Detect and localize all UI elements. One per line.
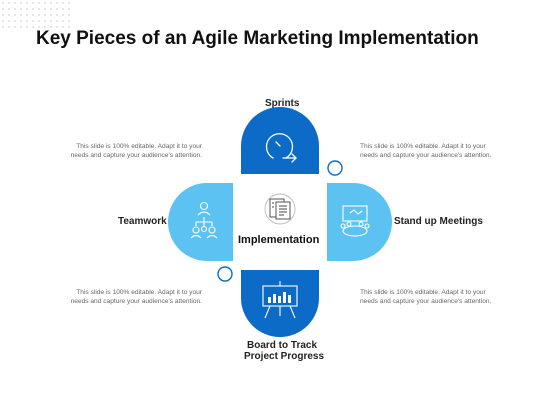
- description-text: This slide is 100% editable. Adapt it to…: [360, 143, 486, 150]
- description-text: needs and capture your audience's attent…: [70, 152, 202, 159]
- team-hierarchy-icon: [190, 201, 218, 239]
- implementation-label: Implementation: [238, 234, 320, 246]
- description-text: This slide is 100% editable. Adapt it to…: [76, 289, 202, 296]
- teamwork-label: Teamwork: [118, 216, 167, 227]
- page-title: Key Pieces of an Agile Marketing Impleme…: [36, 28, 479, 49]
- description-text: needs and capture your audience's attent…: [360, 152, 492, 159]
- description-top-left: This slide is 100% editable. Adapt it to…: [52, 142, 202, 160]
- board-label-line2: Project Progress: [244, 351, 325, 362]
- description-text: This slide is 100% editable. Adapt it to…: [360, 289, 486, 296]
- decorative-dot-pattern: [0, 0, 70, 30]
- connector-ring-top-right: [327, 160, 343, 176]
- description-top-right: This slide is 100% editable. Adapt it to…: [360, 142, 510, 160]
- sprints-petal: [241, 107, 319, 174]
- description-text: This slide is 100% editable. Adapt it to…: [76, 143, 202, 150]
- stand-up-meetings-label: Stand up Meetings: [394, 216, 483, 227]
- connector-ring-bottom-left: [217, 266, 233, 282]
- description-text: needs and capture your audience's attent…: [70, 298, 202, 305]
- sprints-label: Sprints: [265, 98, 300, 109]
- document-checklist-icon: [264, 193, 296, 225]
- description-bottom-left: This slide is 100% editable. Adapt it to…: [52, 288, 202, 306]
- board-label-line1: Board to Track: [247, 340, 318, 351]
- meeting-presentation-icon: [340, 205, 370, 237]
- board-petal: [241, 270, 319, 337]
- board-label: Board to Track Project Progress: [244, 340, 325, 362]
- description-bottom-right: This slide is 100% editable. Adapt it to…: [360, 288, 510, 306]
- circular-arrow-icon: [265, 133, 297, 163]
- description-text: needs and capture your audience's attent…: [360, 298, 492, 305]
- chart-board-icon: [262, 281, 298, 319]
